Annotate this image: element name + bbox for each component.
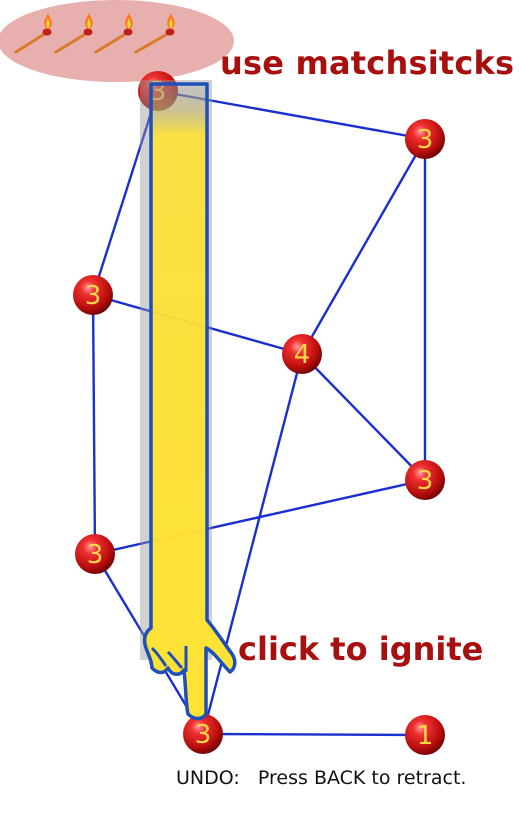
- graph-node[interactable]: 3: [183, 714, 223, 754]
- node-label: 4: [294, 340, 311, 370]
- undo-label: UNDO:: [176, 767, 240, 789]
- matchsticks-group[interactable]: [0, 0, 240, 90]
- node-label: 3: [417, 466, 434, 496]
- node-label: 3: [87, 540, 104, 570]
- undo-instruction: UNDO: Press BACK to retract.: [176, 767, 466, 789]
- graph-edge[interactable]: [201, 353, 304, 735]
- graph-node[interactable]: 3: [75, 534, 115, 574]
- pointing-hand-icon: [140, 80, 237, 721]
- graph-edge[interactable]: [91, 294, 97, 555]
- graph-node[interactable]: 3: [405, 460, 445, 500]
- hint-use-matchsticks: use matchsitcks: [220, 44, 515, 82]
- graph-node[interactable]: 4: [282, 334, 322, 374]
- undo-text: Press BACK to retract.: [257, 767, 467, 789]
- hint-click-to-ignite: click to ignite: [238, 630, 484, 668]
- node-label: 3: [195, 720, 212, 750]
- graph-node[interactable]: 3: [405, 119, 445, 159]
- matchstick-icon[interactable]: [54, 13, 93, 54]
- matchstick-tray[interactable]: [0, 0, 234, 82]
- node-label: 1: [417, 721, 434, 751]
- graph-node[interactable]: 3: [73, 275, 113, 315]
- graph-edge[interactable]: [301, 353, 426, 481]
- graph-edge[interactable]: [202, 732, 426, 737]
- node-label: 3: [85, 281, 102, 311]
- matchstick-icon[interactable]: [94, 13, 133, 54]
- graph-edges: [91, 89, 427, 737]
- matchstick-icon[interactable]: [134, 13, 175, 54]
- graph-node[interactable]: 1: [405, 715, 445, 755]
- matchstick-icon[interactable]: [14, 13, 52, 54]
- graph-edge[interactable]: [91, 90, 160, 296]
- graph-edge[interactable]: [300, 138, 427, 355]
- node-label: 3: [417, 125, 434, 155]
